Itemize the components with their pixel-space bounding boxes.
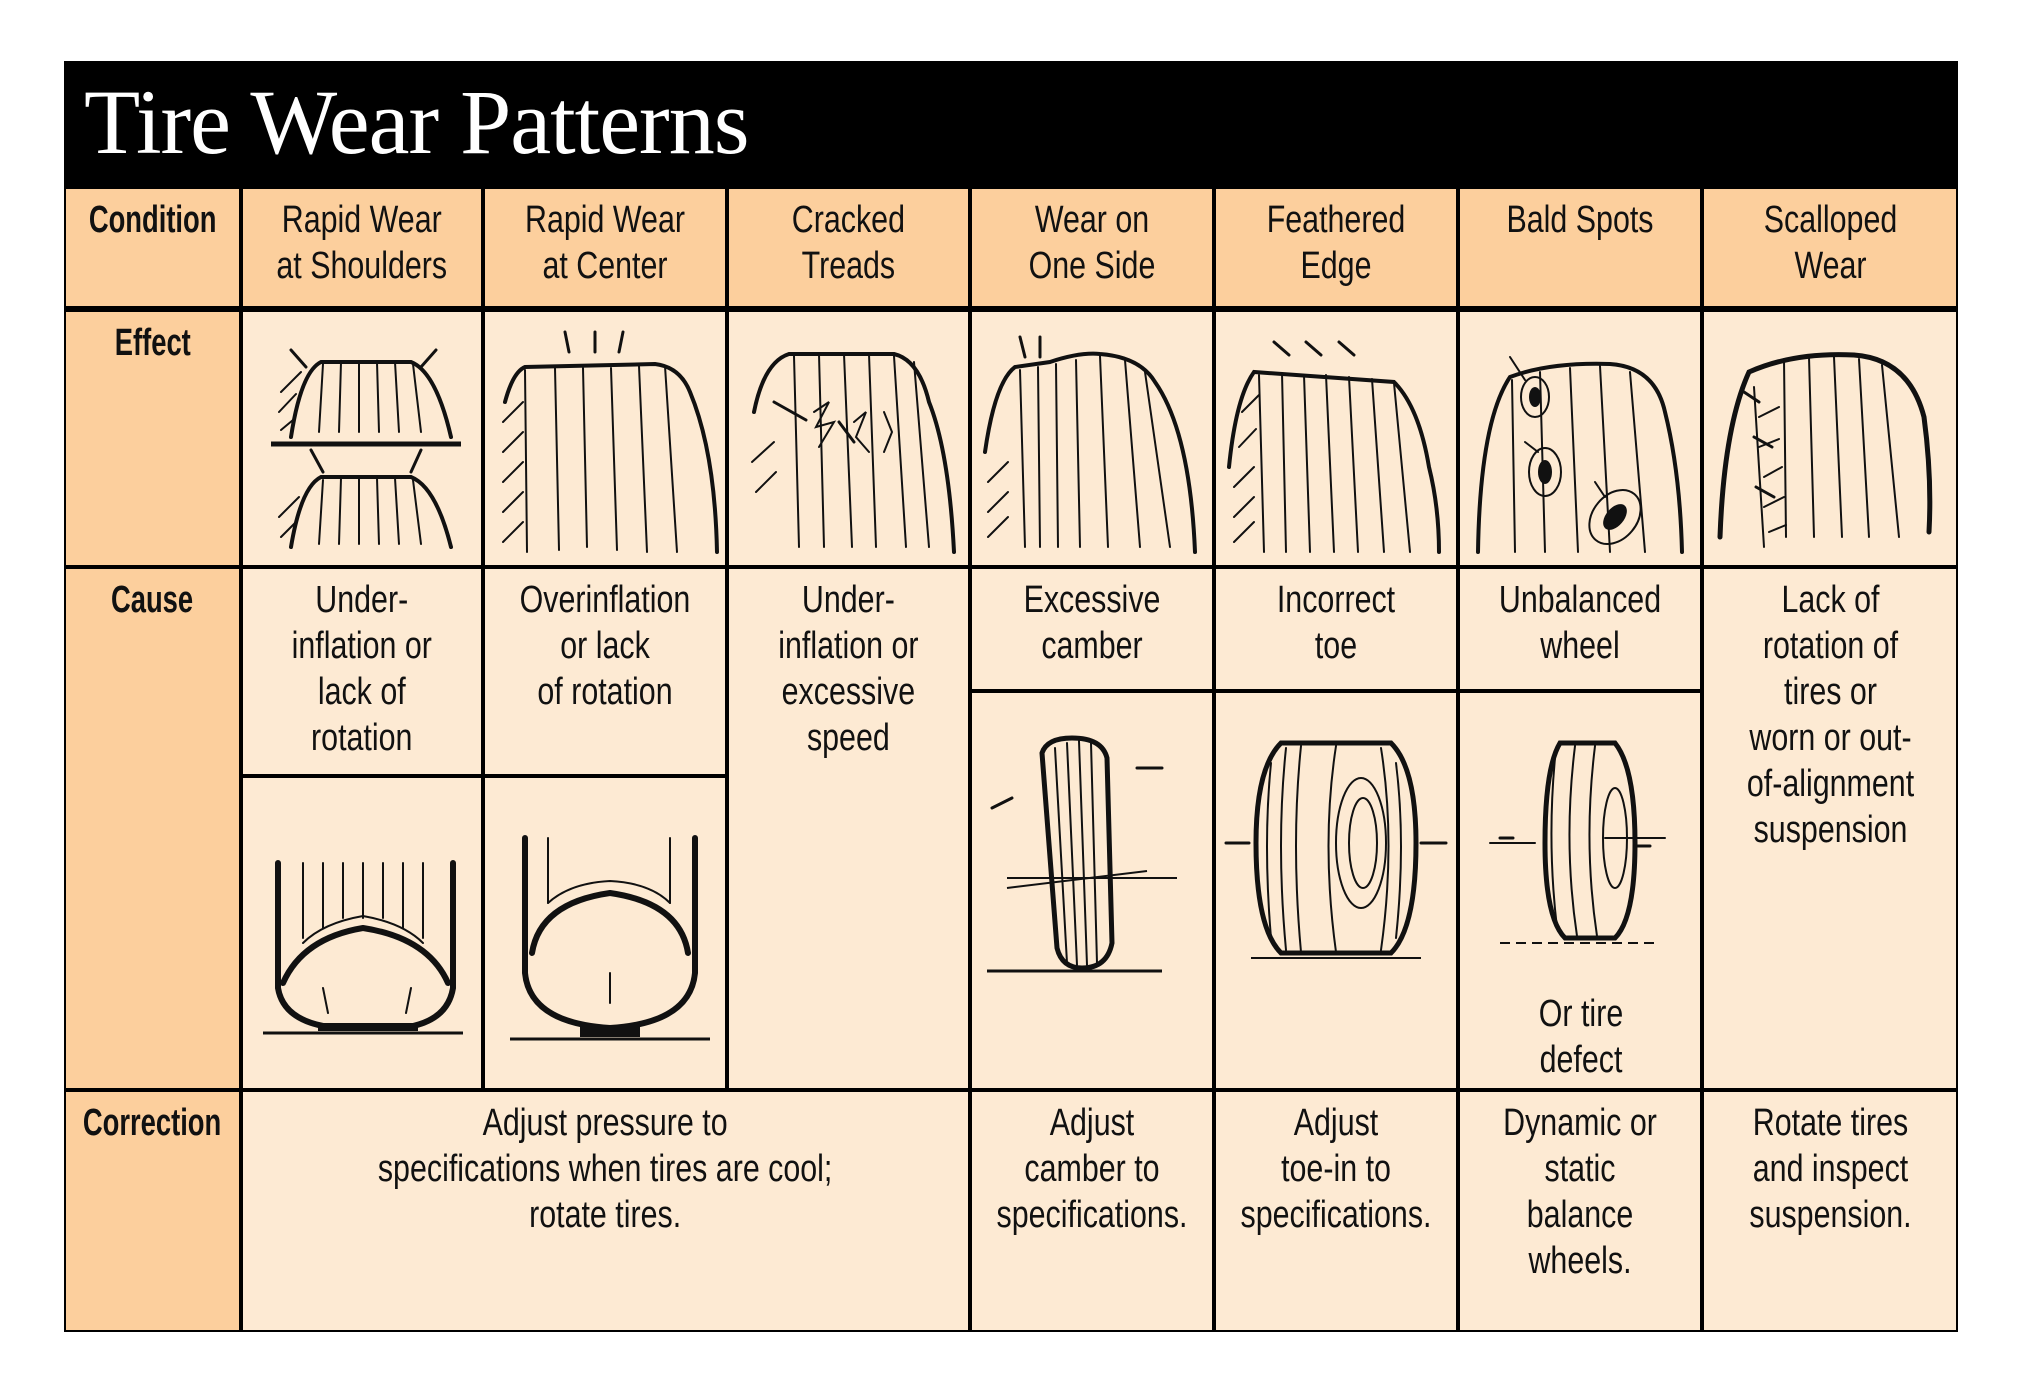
one-side-wear-tire-icon: [983, 335, 1197, 554]
camber-tilted-tire-icon: [987, 735, 1177, 973]
effect-cell-shoulders: [243, 312, 481, 565]
scalloped-wear-tire-icon: [1717, 352, 1933, 548]
row-label-effect: Effect: [66, 312, 239, 565]
cause-cell-cracked: Under- inflation or excessive speed: [729, 569, 968, 1088]
cause-illus-one-side: [972, 693, 1212, 1088]
overinflated-tire-cross-section-icon: [510, 835, 710, 1041]
cause-text: Excessive camber: [1023, 579, 1161, 667]
correction-cell-toe: Adjust toe-in to specifications.: [1216, 1092, 1456, 1330]
correction-cell-camber: Adjust camber to specifications.: [972, 1092, 1212, 1330]
cause-text: Unbalanced wheel: [1498, 579, 1662, 667]
cause-illus-feathered: [1216, 693, 1456, 1088]
cause-illus-shoulders: [243, 778, 481, 1088]
condition-header-cracked: Cracked Treads: [729, 189, 968, 306]
center-wear-tire-icon: [502, 330, 719, 554]
cause-note: Or tire defect: [1538, 993, 1624, 1081]
cause-cell-feathered: Incorrect toe: [1216, 569, 1456, 689]
effect-cell-scalloped: [1704, 312, 1956, 565]
correction-cell-pressure: Adjust pressure to specifications when t…: [243, 1092, 968, 1330]
row-label-cause: Cause: [66, 569, 239, 1088]
cause-text: Incorrect toe: [1276, 579, 1396, 667]
row-label-condition-text: Condition: [88, 199, 217, 241]
cause-text: Under- inflation or lack of rotation: [291, 579, 433, 759]
cracked-tread-tire-icon: [751, 352, 956, 554]
cause-illus-bald: Or tire defect: [1460, 693, 1700, 1088]
unbalanced-wheel-icon: [1489, 740, 1666, 944]
condition-name: Rapid Wear at Shoulders: [276, 199, 448, 287]
effect-cell-cracked: [729, 312, 968, 565]
condition-name: Wear on One Side: [1028, 199, 1156, 287]
row-label-correction-text: Correction: [83, 1102, 222, 1144]
condition-header-center: Rapid Wear at Center: [485, 189, 725, 306]
correction-text: Adjust camber to specifications.: [996, 1102, 1188, 1236]
condition-name: Cracked Treads: [791, 199, 906, 287]
correction-text: Dynamic or static balance wheels.: [1503, 1102, 1657, 1282]
row-label-condition: Condition: [66, 189, 239, 306]
correction-cell-balance: Dynamic or static balance wheels.: [1460, 1092, 1700, 1330]
condition-name: Rapid Wear at Center: [525, 199, 685, 287]
underinflated-tire-cross-section-icon: [263, 860, 463, 1035]
cause-text: Overinflation or lack of rotation: [519, 579, 691, 713]
cause-cell-shoulders: Under- inflation or lack of rotation: [243, 569, 481, 774]
tire-wear-chart: Tire Wear Patterns Condition Rapid Wear …: [64, 61, 1958, 1332]
cause-cell-scalloped: Lack of rotation of tires or worn or out…: [1704, 569, 1956, 1088]
condition-header-bald: Bald Spots: [1460, 189, 1700, 306]
effect-cell-center: [485, 312, 725, 565]
effect-cell-bald: [1460, 312, 1700, 565]
cause-cell-center: Overinflation or lack of rotation: [485, 569, 725, 774]
title-band: Tire Wear Patterns: [66, 63, 1956, 187]
correction-text: Adjust toe-in to specifications.: [1240, 1102, 1432, 1236]
toe-misaligned-tire-icon: [1224, 740, 1448, 959]
effect-cell-one-side: [972, 312, 1212, 565]
condition-name: Feathered Edge: [1266, 199, 1406, 287]
condition-header-shoulders: Rapid Wear at Shoulders: [243, 189, 481, 306]
bald-spots-tire-icon: [1476, 356, 1684, 554]
cause-cell-bald: Unbalanced wheel: [1460, 569, 1700, 689]
condition-header-one-side: Wear on One Side: [972, 189, 1212, 306]
row-label-effect-text: Effect: [114, 322, 191, 364]
condition-name: Scalloped Wear: [1763, 199, 1897, 287]
cause-text: Lack of rotation of tires or worn or out…: [1746, 579, 1914, 851]
feathered-edge-tire-icon: [1227, 340, 1441, 554]
condition-name: Bald Spots: [1506, 199, 1654, 241]
cause-illus-center: [485, 778, 725, 1088]
condition-header-feathered: Feathered Edge: [1216, 189, 1456, 306]
correction-cell-rotate: Rotate tires and inspect suspension.: [1704, 1092, 1956, 1330]
cause-cell-one-side: Excessive camber: [972, 569, 1212, 689]
cause-text: Under- inflation or excessive speed: [778, 579, 919, 759]
shoulder-wear-tire-icon: [271, 348, 461, 549]
row-label-cause-text: Cause: [111, 579, 194, 621]
page-title: Tire Wear Patterns: [84, 71, 749, 173]
condition-header-scalloped: Scalloped Wear: [1704, 189, 1956, 306]
row-label-correction: Correction: [66, 1092, 239, 1330]
correction-text: Rotate tires and inspect suspension.: [1748, 1102, 1912, 1236]
correction-text: Adjust pressure to specifications when t…: [378, 1102, 833, 1236]
effect-cell-feathered: [1216, 312, 1456, 565]
